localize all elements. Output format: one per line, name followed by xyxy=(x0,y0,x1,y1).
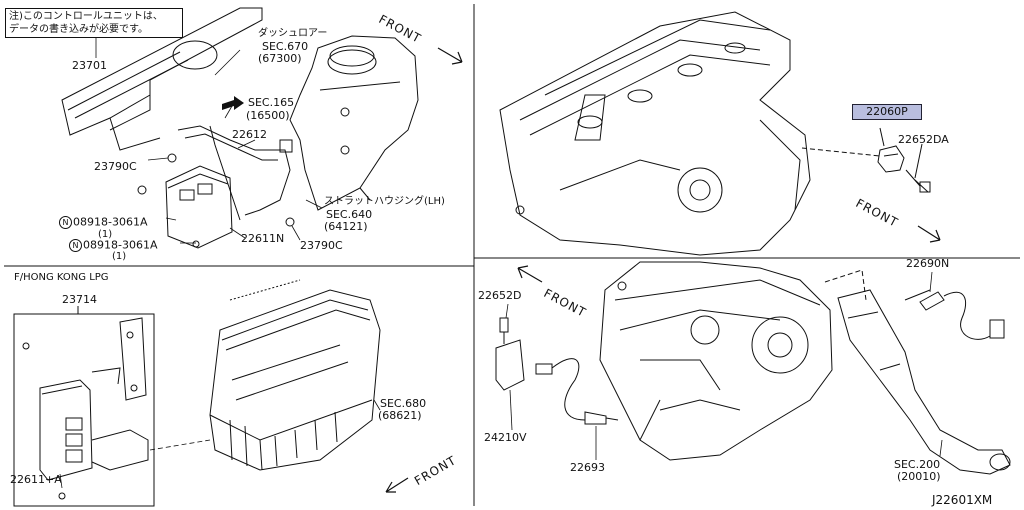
note-line-2: データの書き込みが必要です。 xyxy=(9,24,148,35)
bolt-code-1: 08918-3061A xyxy=(73,215,148,229)
part-label-22612[interactable]: 22612 xyxy=(232,128,267,141)
bottom-right-leader-lines xyxy=(505,271,943,460)
front-arrow-top-left xyxy=(437,47,463,65)
engine-side-view xyxy=(599,261,833,461)
dash-lower-label: ダッシュロアー xyxy=(258,28,328,39)
part-label-22611a[interactable]: 22611+A xyxy=(10,473,62,486)
sec-680-part[interactable]: (68621) xyxy=(378,409,422,422)
catalytic-converter xyxy=(824,269,1011,475)
bolt-qty-1: (1) xyxy=(98,229,113,240)
part-label-23790c-b[interactable]: 23790C xyxy=(300,239,343,252)
panel-dividers xyxy=(4,4,1020,506)
note-line-1: 注)このコントロールユニットは、 xyxy=(9,11,163,22)
variant-label: F/HONG KONG LPG xyxy=(14,272,109,283)
bolt-qty-2: (1) xyxy=(112,251,127,262)
sec-165-label[interactable]: SEC.165 xyxy=(248,96,295,109)
lpg-variant-box xyxy=(13,306,155,507)
sec-670-label[interactable]: SEC.670 xyxy=(262,40,309,53)
sec-200-label[interactable]: SEC.200 xyxy=(894,458,941,471)
circle-n-icon: N xyxy=(69,239,82,252)
o2-sensor-harness-left xyxy=(495,317,619,425)
part-label-23790c-a[interactable]: 23790C xyxy=(94,160,137,173)
part-label-22652d[interactable]: 22652D xyxy=(478,289,522,302)
part-label-22652da[interactable]: 22652DA xyxy=(898,133,949,146)
sec-640-label[interactable]: SEC.640 xyxy=(326,208,373,221)
part-label-22611n[interactable]: 22611N xyxy=(241,232,285,245)
sec-670-part[interactable]: (67300) xyxy=(258,52,302,65)
dash-lower-panel xyxy=(61,7,263,151)
sec-200-part[interactable]: (20010) xyxy=(897,470,941,483)
part-label-24210v[interactable]: 24210V xyxy=(484,431,527,444)
ecu-unit xyxy=(165,165,233,249)
part-label-23714[interactable]: 23714 xyxy=(62,293,97,306)
bottom-left-leader-lines xyxy=(59,399,381,489)
bolt-code-2: 08918-3061A xyxy=(83,238,158,252)
sec-680-label[interactable]: SEC.680 xyxy=(380,397,427,410)
front-arrow-bottom-right xyxy=(517,265,543,283)
diagram-id: J22601XM xyxy=(932,493,993,507)
sec-640-part[interactable]: (64121) xyxy=(324,220,368,233)
note-box: 注)このコントロールユニットは、 データの書き込みが必要です。 xyxy=(5,8,183,38)
front-arrow-top-right xyxy=(917,225,941,243)
sec-165-part[interactable]: (16500) xyxy=(246,109,290,122)
strut-housing xyxy=(289,35,419,211)
part-label-22690n[interactable]: 22690N xyxy=(906,257,950,270)
part-label-23701[interactable]: 23701 xyxy=(72,59,107,72)
engine-top-view xyxy=(499,11,811,256)
top-left-leader-lines xyxy=(95,38,323,244)
circle-n-icon: N xyxy=(59,216,72,229)
o2-sensor-22690n xyxy=(919,291,1005,340)
arrow-sec165 xyxy=(222,96,244,110)
sensor-22060p-drawing xyxy=(801,127,931,193)
strut-housing-label: ストラットハウジング(LH) xyxy=(324,196,445,207)
part-label-22693[interactable]: 22693 xyxy=(570,461,605,474)
highlighted-part-22060p[interactable]: 22060P xyxy=(852,104,922,120)
wiring-bracket xyxy=(137,125,295,227)
air-cleaner-box xyxy=(209,279,381,471)
front-arrow-bottom-left xyxy=(385,477,409,493)
